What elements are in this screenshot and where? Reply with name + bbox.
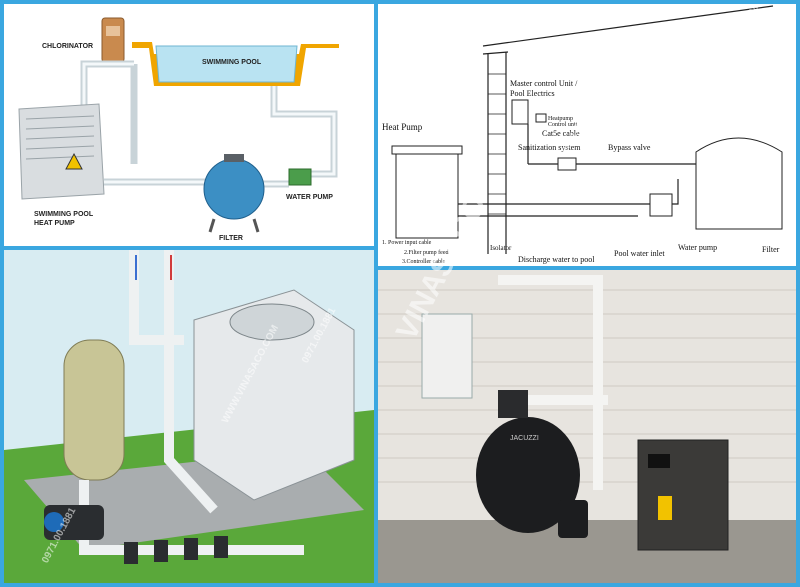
chlorinator-unit <box>101 17 125 63</box>
water-pump-label: Water pump <box>678 243 717 252</box>
filter-label: Filter <box>762 245 780 254</box>
legend-1: 1. Power input cable <box>382 240 432 246</box>
panel-installation-line-drawing: Master control Unit / Pool Electrics Hea… <box>378 4 796 266</box>
pump-lid <box>44 512 64 532</box>
cat5e-cable-label: Cat5e cable <box>542 129 580 138</box>
photo-drawing: JACUZZI <box>378 270 796 583</box>
heat-pump-grille <box>25 115 95 160</box>
water-pump <box>649 193 673 217</box>
heatpump-control-label-1: Heatpump <box>548 116 573 122</box>
panel-installation-photo: JACUZZI <box>378 270 796 583</box>
brick-pattern <box>488 73 506 215</box>
chlorinator-panel <box>106 26 120 36</box>
sand-filter-tank <box>476 417 580 533</box>
water-pump-label: WATER PUMP <box>286 194 333 201</box>
sanitization-box <box>557 157 577 171</box>
pool-pump <box>558 500 588 538</box>
pool-water <box>155 45 298 83</box>
heater-display <box>648 454 670 468</box>
control-box <box>421 313 473 399</box>
chlorinator-label: CHLORINATOR <box>42 43 93 50</box>
heatpump-control-box <box>535 113 547 123</box>
warning-icon <box>65 152 83 170</box>
panel-pool-heat-pump-schematic: CHLORINATOR SWIMMING POOL WATER PUMP FIL… <box>4 4 374 246</box>
master-control-label-2: Pool Electrics <box>510 89 555 98</box>
line-drawing: Master control Unit / Pool Electrics Hea… <box>382 5 783 265</box>
filter-valve <box>224 154 244 162</box>
isolator-label: Isolator <box>490 244 512 252</box>
filter-tank <box>203 158 265 220</box>
legend-3: 3.Controller cable <box>402 259 446 265</box>
heat-pump-box <box>395 151 459 239</box>
master-control-label-1: Master control Unit / <box>510 79 578 88</box>
panel-3d-render <box>4 250 374 583</box>
discharge-water-label: Discharge water to pool <box>518 255 595 264</box>
condenser-fan <box>229 303 315 341</box>
swimming-pool-label: SWIMMING POOL <box>202 59 262 66</box>
bypass-valve-label: Bypass valve <box>608 143 651 152</box>
heat-pump-label: Heat Pump <box>382 122 423 132</box>
pipes <box>79 250 304 555</box>
pipe-highlights <box>82 62 336 186</box>
filter-leg <box>252 218 260 233</box>
filter-tank <box>695 137 783 230</box>
pool-water-inlet-label: Pool water inlet <box>614 249 665 258</box>
sanitization-label: Sanitization system <box>518 143 581 152</box>
multiport-valve <box>498 390 528 418</box>
heater-warning-label <box>658 496 672 520</box>
pipework <box>458 124 724 217</box>
heat-pump-unit <box>18 103 105 200</box>
render-drawing <box>4 250 374 583</box>
filter-label: FILTER <box>219 235 243 242</box>
heat-pump-label-1: SWIMMING POOL <box>34 211 94 218</box>
schematic-drawing: CHLORINATOR SWIMMING POOL WATER PUMP FIL… <box>18 17 339 242</box>
heatpump-control-label-2: Control unit <box>548 122 578 128</box>
filter-brand-label: JACUZZI <box>510 435 539 442</box>
heat-pump-label-2: HEAT PUMP <box>34 220 75 227</box>
heat-pump-top <box>391 145 463 155</box>
filter-leg <box>208 218 216 233</box>
cartridge-filter <box>63 339 125 481</box>
legend-2: 2.Filter pump feed <box>404 249 449 256</box>
ac-condenser <box>193 289 355 501</box>
valves <box>124 536 228 564</box>
master-control-box <box>511 99 529 125</box>
water-pump-unit <box>288 168 312 186</box>
